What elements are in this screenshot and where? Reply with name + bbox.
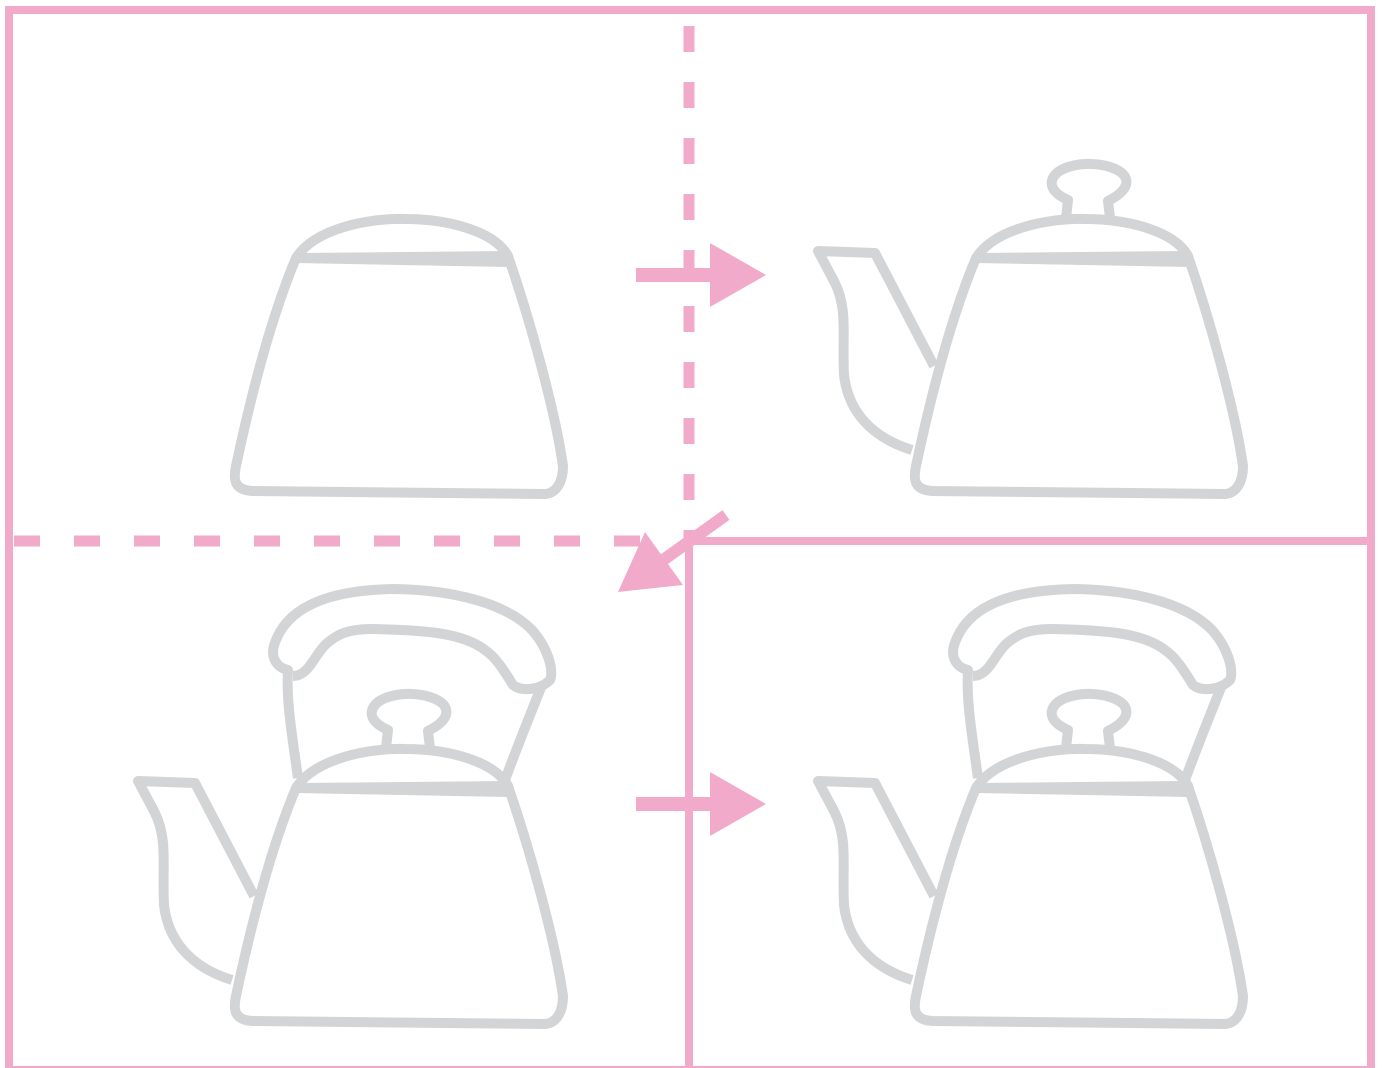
kettle-spout [138, 781, 254, 980]
arrow-right-icon [636, 772, 766, 836]
kettle-lid-knob [1052, 164, 1127, 218]
kettle-spout [818, 781, 934, 980]
kettle-lid-knob [1052, 694, 1127, 748]
kettle-body-outline [915, 219, 1243, 494]
kettle-body-outline [235, 219, 563, 494]
arrow-down-left-icon [618, 515, 726, 592]
panel-2-kettle-with-spout [818, 164, 1243, 494]
kettle-body-outline [235, 749, 563, 1024]
kettle-spout [818, 251, 934, 450]
panel-4-kettle-final [818, 589, 1243, 1024]
kettle-body-outline [915, 749, 1243, 1024]
panel-1-kettle-body [235, 219, 563, 494]
panel-3-kettle-with-handle [138, 589, 563, 1024]
kettle-lid-knob [372, 694, 447, 748]
arrow-right-icon [636, 243, 766, 307]
